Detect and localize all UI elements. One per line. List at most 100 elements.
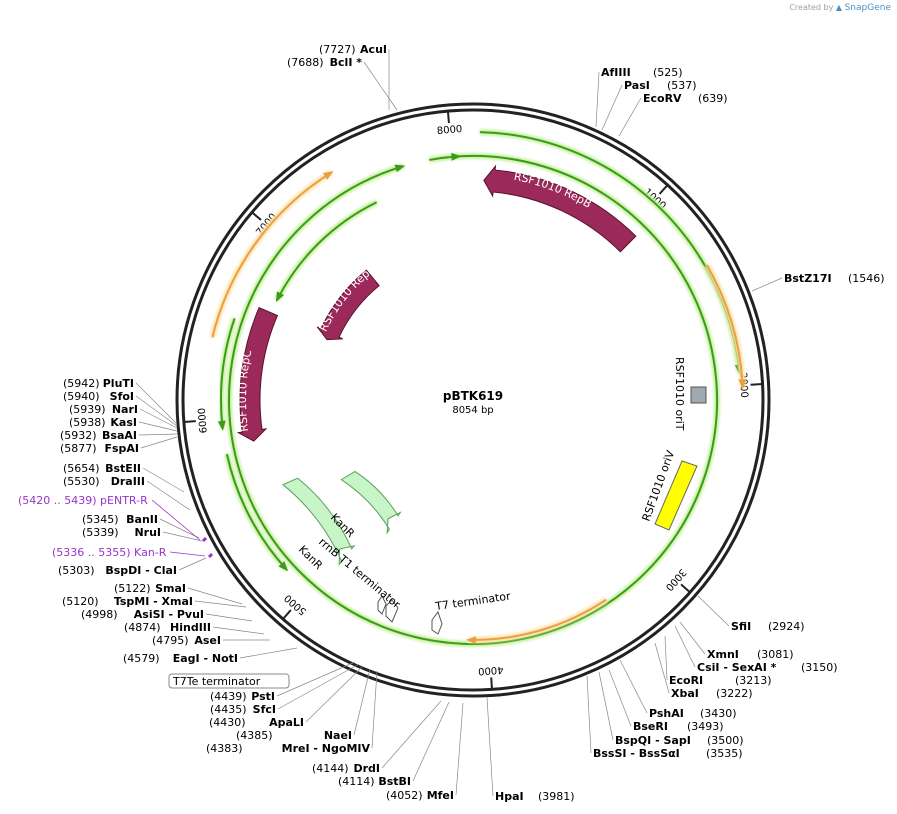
site-asei: AseI <box>194 634 221 647</box>
site-pos: (3981) <box>538 790 575 803</box>
site-pos: (4874) <box>124 621 161 634</box>
site-pos: (5530) <box>63 475 100 488</box>
green-arc-top2-head <box>451 152 462 161</box>
green-arc-2 <box>275 201 378 301</box>
kanR-arrow-1 <box>340 470 402 535</box>
primer-label: (5336 .. 5355) Kan-R <box>52 546 167 559</box>
t7-label: T7 terminator <box>434 589 512 613</box>
site-sfoi: SfoI <box>110 390 134 403</box>
site-bstz17i: BstZ17I <box>784 272 832 285</box>
site-pos: (2924) <box>768 620 805 633</box>
leader-right <box>595 71 600 128</box>
leader-left <box>363 61 398 111</box>
site-pos: (4052) <box>386 789 423 802</box>
leader-left <box>353 668 371 736</box>
site-pos: (5303) <box>58 564 95 577</box>
leader-right <box>679 621 706 655</box>
site-bseri: BseRI <box>633 720 668 733</box>
site-pshai: PshAI <box>649 707 684 720</box>
site-pos: (4439) <box>210 690 247 703</box>
site-ecori: EcoRI <box>669 674 703 687</box>
primer-label: (5420 .. 5439) pENTR-R <box>18 494 148 507</box>
leader-left <box>239 647 298 659</box>
primer-mark-2 <box>207 552 214 559</box>
leader-right <box>697 595 730 627</box>
leader-left <box>194 600 247 608</box>
site-pos: (3213) <box>735 674 772 687</box>
orange-arc-2 <box>468 598 607 641</box>
site-asisi: AsiSI - PvuI <box>134 608 204 621</box>
site-pos: (3535) <box>706 747 743 760</box>
site-banii: BanII <box>126 513 158 526</box>
green-arc-2-head <box>275 291 285 303</box>
site-pos: (5939) <box>69 403 106 416</box>
leader-left <box>159 518 200 539</box>
site-tspmi: TspMI - XmaI <box>114 595 193 608</box>
oriT-label: RSF1010 oriT <box>673 357 686 431</box>
site-pos: (3493) <box>687 720 724 733</box>
site-pos: (3222) <box>716 687 753 700</box>
site-pos: (7688) <box>287 56 324 69</box>
site-pos: (3081) <box>757 648 794 661</box>
green-arc-4 <box>225 453 288 571</box>
leader-right <box>486 696 494 797</box>
plasmid-size: 8054 bp <box>452 405 493 416</box>
green-arc-4-head <box>278 561 289 572</box>
site-mrei: MreI - NgoMIV <box>282 742 371 755</box>
credit-brand: SnapGene <box>844 3 891 13</box>
site-kasi: KasI <box>110 416 137 429</box>
leader-left <box>276 661 356 697</box>
tick-1000 <box>658 184 669 195</box>
site-csii: CsiI - SexAI * <box>697 661 777 674</box>
plasmid-name: pBTK619 <box>443 389 503 403</box>
site-bspqi: BspQI - SapI <box>615 734 691 747</box>
site-mfei: MfeI <box>427 789 454 802</box>
site-ecorv: EcoRV <box>643 92 682 105</box>
leader-left <box>138 433 178 436</box>
primer-leader <box>169 551 206 557</box>
orange-arc-1 <box>706 264 744 388</box>
leader-right <box>619 659 648 714</box>
site-pos: (5932) <box>60 429 97 442</box>
leader-right <box>598 671 614 741</box>
site-sfci: SfcI <box>253 703 276 716</box>
repA-arrow <box>316 269 380 341</box>
green-arc-1-glow <box>479 129 743 374</box>
primer-leader <box>151 499 201 541</box>
left-site-labels: AcuI(7727)BclI *(7688)PluTI(5942)SfoI(59… <box>58 43 454 802</box>
site-xmni: XmnI <box>707 648 739 661</box>
tick-8000 <box>446 111 450 124</box>
tick-7000 <box>251 211 262 221</box>
site-bspdi: BspDI - ClaI <box>105 564 177 577</box>
site-fspai: FspAI <box>104 442 139 455</box>
tick-5000 <box>282 609 292 620</box>
repC-arrow <box>236 306 279 442</box>
site-drdi: DrdI <box>353 762 380 775</box>
site-nrui: NruI <box>134 526 161 539</box>
site-pluti: PluTI <box>103 377 134 390</box>
site-pos: (5938) <box>69 416 106 429</box>
site-bsssi: BssSI - BssSαI <box>593 747 680 760</box>
leader-left <box>146 480 191 511</box>
site-xbai: XbaI <box>671 687 699 700</box>
leader-left <box>305 665 364 723</box>
tick-label-5000: 5000 <box>283 592 309 617</box>
kanR-arrow-2 <box>282 477 356 566</box>
tick-6000 <box>183 420 196 424</box>
site-pos: (7727) <box>319 43 356 56</box>
site-pos: (4795) <box>152 634 189 647</box>
leader-right <box>618 97 642 137</box>
site-leader-lines <box>135 49 783 797</box>
site-pos: (4435) <box>210 703 247 716</box>
leader-right <box>751 277 783 292</box>
leader-right <box>674 625 696 668</box>
leader-left <box>381 700 442 769</box>
leader-right <box>654 642 670 694</box>
site-pos: (5120) <box>62 595 99 608</box>
leader-left <box>412 701 450 782</box>
site-sfii: SfiI <box>731 620 751 633</box>
leader-right <box>664 635 668 681</box>
leader-right <box>608 669 632 727</box>
green-arc-3-head <box>217 420 226 431</box>
site-pos: (525) <box>653 66 683 79</box>
